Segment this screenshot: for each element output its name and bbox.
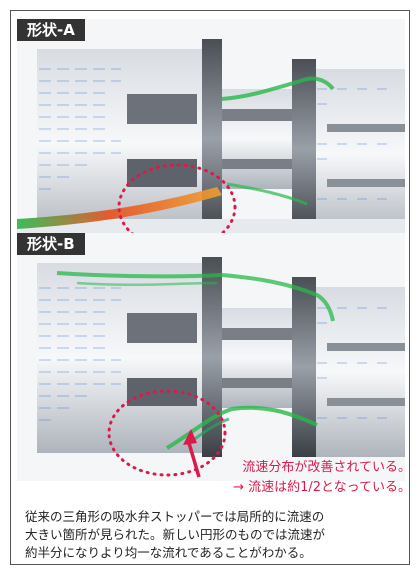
highlight-circle-a [117,163,237,241]
panel-label-b: 形状-B [17,233,85,255]
caption-line-3: 約半分になりより均一な流れであることがわかる。 [25,545,312,560]
chamber-a [316,69,405,239]
flow-simulation-a [17,39,405,241]
caption-line-1: 従来の三角形の吸水弁ストッパーでは局所的に流速の [25,509,325,524]
panel-label-a: 形状-A [17,19,85,41]
seat-a [292,59,316,239]
caption: 従来の三角形の吸水弁ストッパーでは局所的に流速の 大きい箇所が見られた。新しい円… [25,508,405,562]
stopper-block-a [127,94,197,124]
port-a [222,89,292,189]
highlight-circle-b [107,389,227,477]
stopper-block-b [127,313,197,343]
valve-plate-a [202,39,222,239]
flow-simulation-b [37,257,405,478]
caption-line-2: 大きい箇所が見られた。新しい円形のものでは流速が [25,527,326,542]
valve-plate-b [202,257,222,457]
high-velocity-jet [17,187,222,229]
velocity-vectors-b [39,287,387,421]
panel-shape-b: 形状-B [17,233,405,481]
figure-card: 形状-A [10,10,411,565]
callout-arrow [187,442,201,478]
annotation-line-1: 流速分布が改善されている。 [242,460,411,475]
stopper-block-a-lower [127,159,197,187]
port-b [222,308,292,408]
annotation-line-2: → 流速は約1/2となっている。 [233,480,411,495]
panel-shape-a: 形状-A [17,19,405,241]
velocity-vectors-a [39,68,387,200]
valve-body-b [37,263,207,453]
seat-b [292,277,316,457]
